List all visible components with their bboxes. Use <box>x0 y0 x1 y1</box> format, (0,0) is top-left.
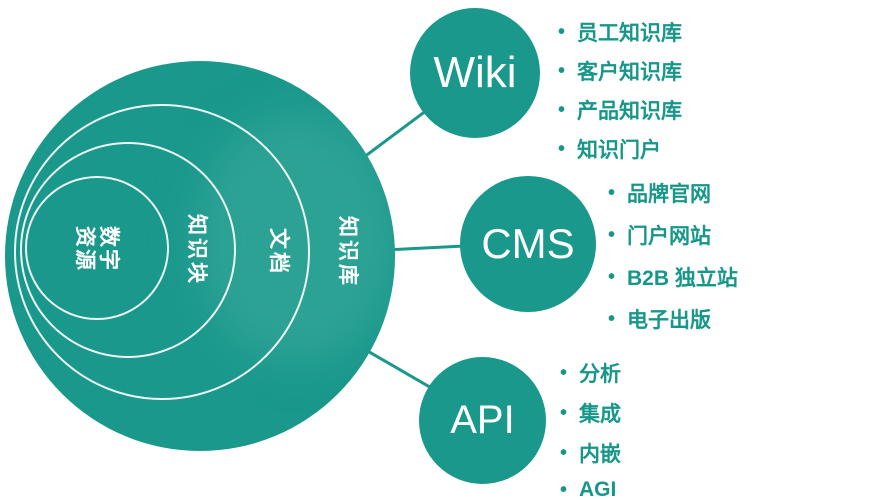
list-item: • 集成 <box>560 398 621 428</box>
bullet-icon: • <box>558 99 566 121</box>
list-item: • 产品知识库 <box>558 95 682 125</box>
list-item-label: 集成 <box>579 403 622 426</box>
list-item: • 客户知识库 <box>558 56 682 86</box>
ring-label-document: 文档 <box>267 228 291 276</box>
list-item-label: 客户知识库 <box>577 61 683 84</box>
list-item-label: 知识门户 <box>577 139 662 162</box>
list-item-label: 电子出版 <box>627 309 712 332</box>
bullet-icon: • <box>560 442 568 464</box>
bullet-icon: • <box>560 362 568 384</box>
bullet-icon: • <box>608 182 616 204</box>
list-item: • B2B 独立站 <box>608 262 738 292</box>
node-label-cms: CMS <box>481 220 575 267</box>
list-item-label: 员工知识库 <box>577 22 683 45</box>
venn-ring-digital-resource <box>25 176 169 320</box>
bullet-icon: • <box>608 266 616 288</box>
list-item-label: 内嵌 <box>579 443 622 466</box>
list-item-label: B2B 独立站 <box>627 267 738 290</box>
venn-ring-knowledge-block <box>20 142 236 358</box>
list-item: • AGI <box>560 478 621 500</box>
list-item: • 内嵌 <box>560 438 621 468</box>
node-label-api: API <box>450 398 515 442</box>
list-item-label: 分析 <box>579 363 622 386</box>
bullet-icon: • <box>608 308 616 330</box>
ring-label-digital-resource: 数字资源 <box>73 226 121 272</box>
list-item: • 知识门户 <box>558 134 682 164</box>
ring-label-knowledge-block: 知识块 <box>185 214 209 286</box>
node-circle-wiki: Wiki <box>410 8 540 138</box>
cms-items-list: • 品牌官网 • 门户网站 • B2B 独立站 • 电子出版 <box>608 178 738 334</box>
node-label-wiki: Wiki <box>433 48 517 97</box>
ring-label-knowledge-base: 知识库 <box>336 216 360 288</box>
list-item-label: AGI <box>579 478 617 500</box>
api-items-list: • 分析 • 集成 • 内嵌 • AGI <box>560 358 621 500</box>
list-item-label: 品牌官网 <box>627 183 712 206</box>
bullet-icon: • <box>558 138 566 160</box>
bullet-icon: • <box>560 402 568 424</box>
list-item-label: 产品知识库 <box>577 100 683 123</box>
list-item: • 品牌官网 <box>608 178 738 208</box>
bullet-icon: • <box>608 224 616 246</box>
bullet-icon: • <box>560 479 568 500</box>
list-item: • 电子出版 <box>608 304 738 334</box>
node-circle-cms: CMS <box>460 176 596 312</box>
list-item: • 门户网站 <box>608 220 738 250</box>
venn-ring-document <box>14 104 310 400</box>
node-circle-api: API <box>419 357 546 484</box>
list-item-label: 门户网站 <box>627 225 712 248</box>
list-item: • 员工知识库 <box>558 17 682 47</box>
list-item: • 分析 <box>560 358 621 388</box>
bullet-icon: • <box>558 21 566 43</box>
bullet-icon: • <box>558 60 566 82</box>
wiki-items-list: • 员工知识库 • 客户知识库 • 产品知识库 • 知识门户 <box>558 17 682 164</box>
